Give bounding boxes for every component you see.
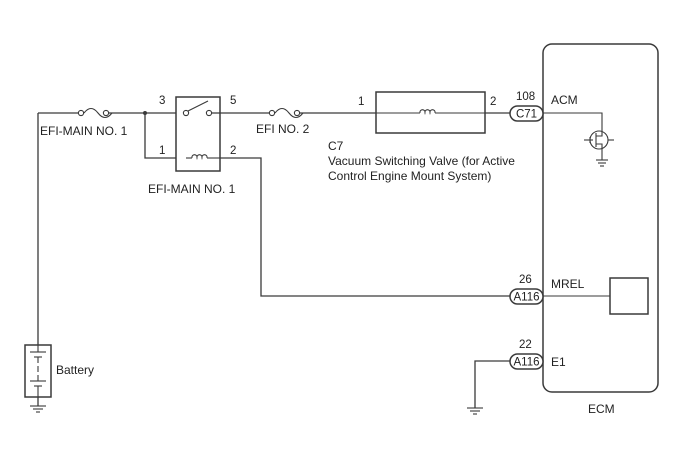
mrel-driver-block <box>609 277 649 315</box>
relay-coil-symbol <box>186 154 220 161</box>
mrel-wire <box>220 157 510 297</box>
e1-ground-wire <box>474 360 510 408</box>
relay-pin-3: 3 <box>159 95 165 107</box>
ecm-pin-108: 108 <box>516 91 535 103</box>
efi-main-fuse-label: EFI-MAIN NO. 1 <box>40 124 128 138</box>
efi-main-relay-box <box>175 96 221 172</box>
ecm-transistor-symbol <box>543 112 614 167</box>
relay-pin-5: 5 <box>230 95 236 107</box>
vsv-code: C7 <box>328 139 344 153</box>
relay-pin-1: 1 <box>159 145 165 157</box>
relay-switch-symbol <box>182 100 213 117</box>
relay-pin-2: 2 <box>230 145 236 157</box>
battery-label: Battery <box>56 363 94 377</box>
ecm-signal-acm: ACM <box>551 93 578 107</box>
ecm-signal-mrel: MREL <box>551 277 585 291</box>
ecm-label: ECM <box>588 402 615 416</box>
vsv-name-line2: Control Engine Mount System) <box>328 169 491 183</box>
ecm-pin-26: 26 <box>519 274 532 286</box>
vsv-pin-2: 2 <box>490 96 496 108</box>
efi-no2-fuse-label: EFI NO. 2 <box>256 122 310 136</box>
vsv-pin-1: 1 <box>358 96 364 108</box>
coil-feed-wire <box>144 113 186 159</box>
connector-c71-label: C71 <box>516 109 537 121</box>
battery-icon <box>30 345 46 397</box>
efi-main-fuse-symbol <box>77 107 113 119</box>
vsv-coil-symbol <box>376 109 485 116</box>
connector-a116-mrel-label: A116 <box>513 292 539 304</box>
ecm-signal-e1: E1 <box>551 355 566 369</box>
efi-main-relay-label: EFI-MAIN NO. 1 <box>148 182 236 196</box>
efi-no2-fuse-symbol <box>268 107 304 119</box>
connector-a116-e1-label: A116 <box>513 357 539 369</box>
e1-ground-icon <box>467 407 483 415</box>
ecm-pin-22: 22 <box>519 339 532 351</box>
vsv-name-line1: Vacuum Switching Valve (for Active <box>328 154 515 168</box>
battery-ground-icon <box>30 405 46 413</box>
